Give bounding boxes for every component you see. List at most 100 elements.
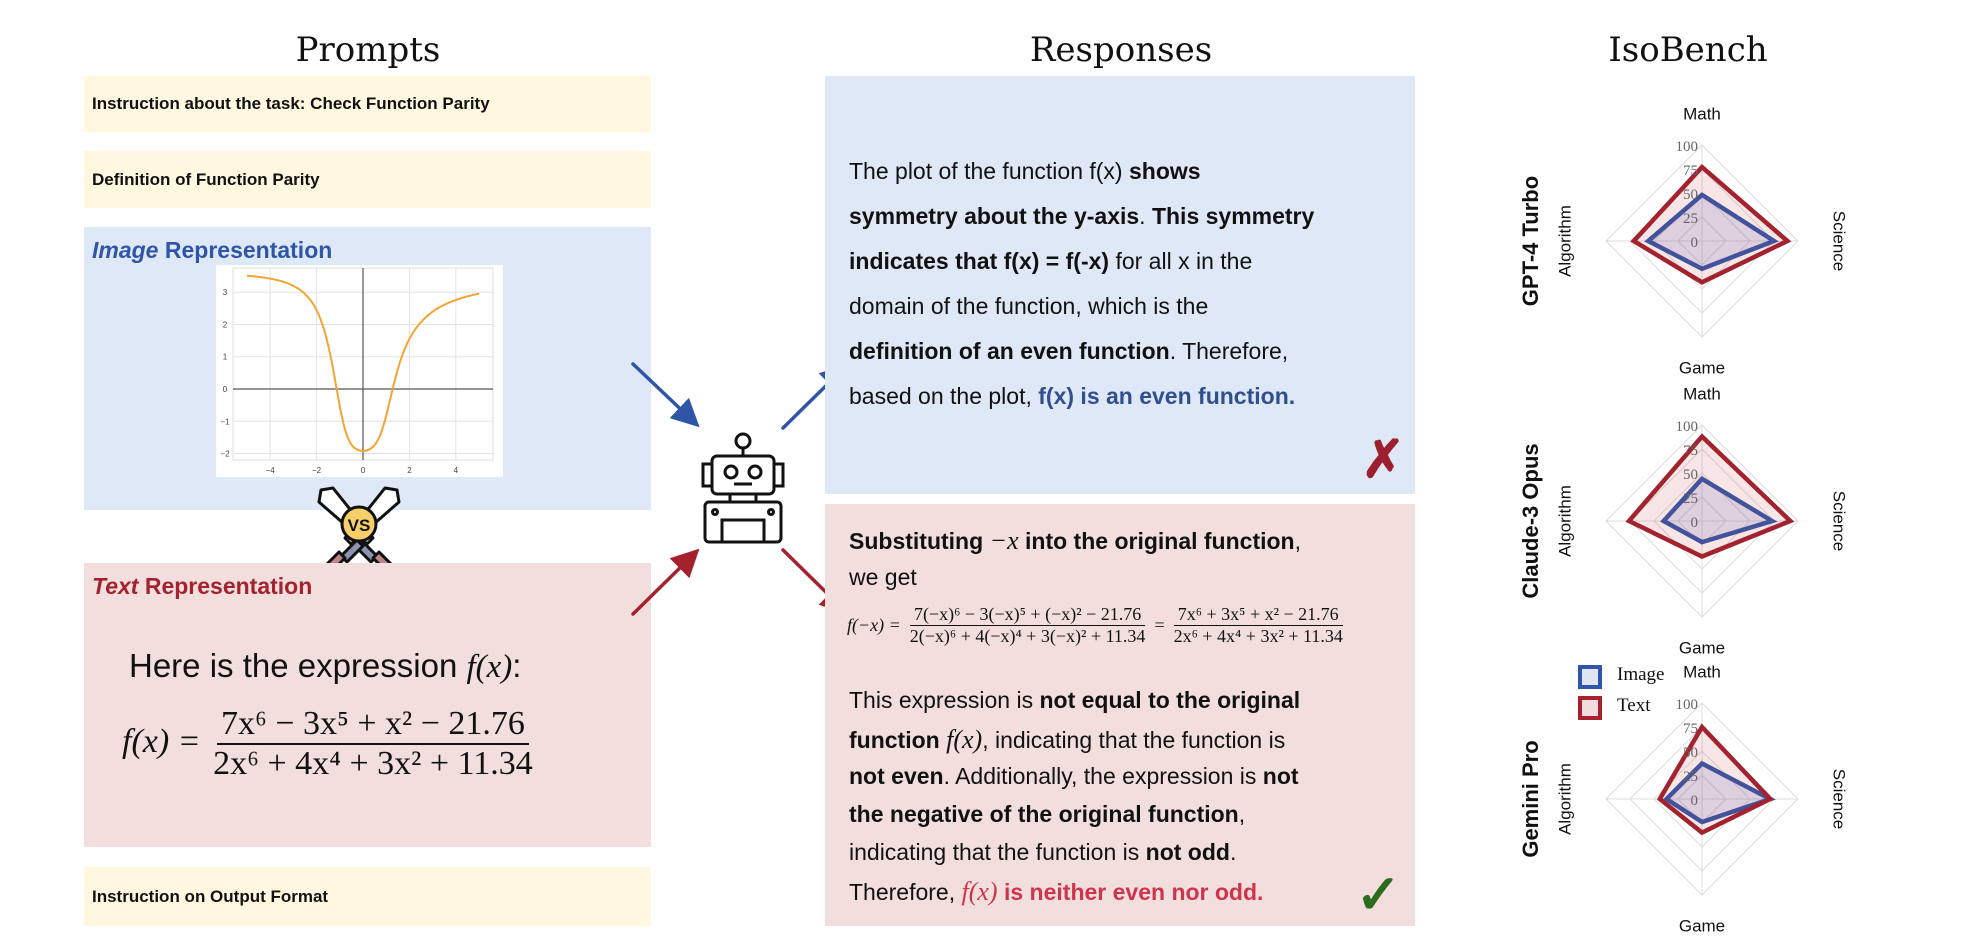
legend-image-label: Image [1617,664,1665,685]
isobench-header: IsoBench [1608,30,1768,70]
task-instruction-text: Instruction about the task: Check Functi… [92,94,490,113]
text-segment: . Additionally, the expression is [943,763,1263,789]
radar-series-image [1662,760,1776,825]
radar-tick-label: 50 [1683,745,1698,761]
text-segment: . Therefore, [1169,338,1289,364]
y-tick-label: −2 [220,450,230,459]
text-segment: indicating that the function is [849,839,1146,865]
math-segment: f(x) [946,725,983,754]
bold-segment: symmetry about the y-axis [849,203,1140,229]
text-segment: . [1139,203,1152,229]
axis-label-science: Science [1830,211,1849,271]
text-segment: we get [849,564,917,590]
axis-label-math: Math [1683,384,1721,403]
text-line: Therefore, f(x) is neither even nor odd. [849,877,1263,907]
text-segment: based on the plot, [849,383,1039,409]
text-segment: , [1238,801,1246,827]
radar-chart: 0255075100MathScienceGameAlgorithmClaude… [1518,384,1849,657]
text-line: definition of an even function. Therefor… [849,338,1288,365]
model-name-label: GPT-4 Turbo [1518,176,1543,306]
bold-segment: not equal to the original [1039,687,1301,713]
y-tick-label: 1 [223,353,228,362]
x-tick-label: 4 [454,466,459,475]
model-name-label: Claude-3 Opus [1518,443,1543,598]
math-segment: −x [989,526,1019,555]
vs-swords-icon: VS [317,486,401,572]
formula-denominator: 2x⁶ + 4x⁴ + 3x² + 11.34 [213,745,533,782]
title-rest: Representation [158,237,333,263]
radar-series-text [1630,163,1792,285]
radar-series-image [1660,475,1778,545]
text-segment: . [1229,839,1237,865]
function-curve [246,274,480,452]
isobench-radar-charts: 0255075100MathScienceGameAlgorithmGPT-4 … [1518,104,1849,935]
radar-series-text [1656,723,1774,836]
eq-denominator-1: 2(−x)⁶ + 4(−x)⁴ + 3(−x)² + 11.34 [909,626,1146,646]
text-line: domain of the function, which is the [849,293,1208,320]
radar-tick-label: 0 [1691,793,1699,809]
eq-lhs: f(−x) = [847,615,901,635]
radar-tick-label: 25 [1683,211,1698,227]
math-segment: f(x) [961,877,998,906]
legend-text-label: Text [1617,695,1651,716]
model-name-label: Gemini Pro [1518,740,1543,857]
correct-check-icon: ✓ [1355,865,1401,925]
intro-text: Here is the expression [129,647,467,684]
bold-segment: function [849,727,947,753]
y-tick-label: 0 [223,385,228,394]
bold-segment: f(x) is an even function. [1038,383,1296,409]
eq-denominator-2: 2x⁶ + 4x⁴ + 3x² + 11.34 [1173,626,1343,646]
axis-label-math: Math [1683,104,1721,123]
x-tick-label: 2 [407,466,412,475]
bold-segment: not even [849,763,944,789]
text-line: symmetry about the y-axis. This symmetry [849,203,1314,230]
text-line: This expression is not equal to the orig… [849,687,1300,714]
radar-tick-label: 25 [1683,769,1698,785]
intro-math: f(x) [466,649,513,685]
radar-tick-label: 50 [1683,187,1698,203]
bold-segment: indicates that f(x) = f(-x) [849,248,1110,274]
text-line: not even. Additionally, the expression i… [849,763,1299,790]
text-segment: domain of the function, which is the [849,293,1209,319]
radar-tick-label: 75 [1683,163,1698,179]
radar-tick-label: 75 [1683,721,1698,737]
bold-segment: not [1262,763,1299,789]
radar-tick-label: 100 [1676,697,1699,713]
text-segment: This expression is [849,687,1040,713]
axis-label-algorithm: Algorithm [1555,205,1574,277]
title-emphasis: Text [92,573,139,599]
radar-chart: 0255075100MathScienceGameAlgorithmGPT-4 … [1518,104,1849,377]
bold-segment: Substituting [849,528,990,554]
axis-label-game: Game [1679,916,1725,935]
formula-lhs: f(x) = [122,722,201,760]
image-representation-title: Image Representation [92,237,332,264]
radar-chart: 0255075100MathScienceGameAlgorithmGemini… [1518,662,1849,935]
axis-label-science: Science [1830,769,1849,829]
output-format-box: Instruction on Output Format [84,867,651,926]
definition-box: Definition of Function Parity [84,151,651,208]
text-segment: , indicating that the function is [982,727,1286,753]
text-representation-title: Text Representation [92,573,312,600]
x-tick-label: −2 [312,466,322,475]
legend-text-swatch [1578,696,1602,720]
plot-background [216,265,503,477]
y-tick-label: 3 [223,288,228,297]
radar-tick-label: 0 [1691,515,1699,531]
responses-header: Responses [1029,30,1213,70]
text-line: indicates that f(x) = f(-x) for all x in… [849,248,1252,275]
text-segment: for all x in the [1109,248,1253,274]
image-to-model-arrow [631,362,700,428]
expression-intro: Here is the expression f(x): [129,647,521,686]
radar-series-image [1644,192,1779,272]
formula-numerator: 7x⁶ − 3x⁵ + x² − 21.76 [216,705,529,745]
definition-text: Definition of Function Parity [92,169,320,189]
axis-label-algorithm: Algorithm [1555,763,1574,835]
radar-tick-label: 100 [1676,139,1699,155]
text-response-box: Substituting −x into the original functi… [825,504,1415,926]
eq-numerator-1: 7(−x)⁶ − 3(−x)⁵ + (−x)² − 21.76 [909,604,1146,626]
bold-segment: the negative of the original function [849,801,1239,827]
radar-tick-label: 75 [1683,443,1698,459]
text-representation-box: Text Representation Here is the expressi… [84,563,651,847]
